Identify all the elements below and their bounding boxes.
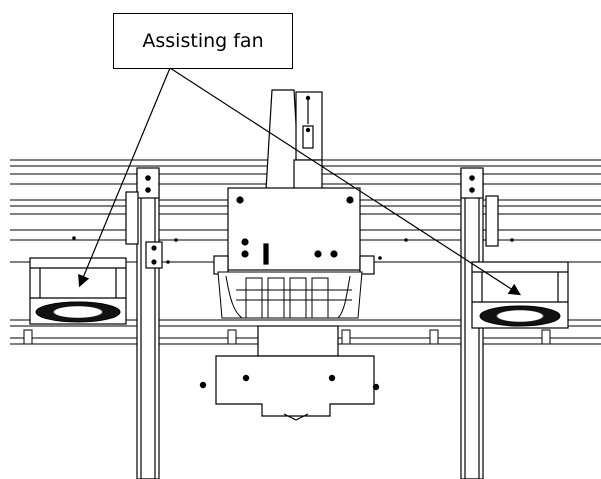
- callout-label: Assisting fan: [142, 30, 264, 52]
- fan-right-icon: [479, 305, 561, 327]
- carriage-block: [213, 187, 375, 275]
- leader-line-left: [78, 67, 171, 288]
- left-upright-post: [125, 167, 163, 479]
- rail-fasteners: [72, 236, 514, 264]
- callout-leaders: [78, 67, 522, 296]
- center-mast: [265, 89, 323, 205]
- rail-clips: [23, 329, 551, 345]
- fan-left-icon: [35, 301, 121, 323]
- print-head-assembly: [217, 271, 363, 319]
- lower-bracket-plate: [199, 325, 380, 421]
- callout-box: Assisting fan: [113, 13, 293, 69]
- leader-line-right: [169, 67, 522, 296]
